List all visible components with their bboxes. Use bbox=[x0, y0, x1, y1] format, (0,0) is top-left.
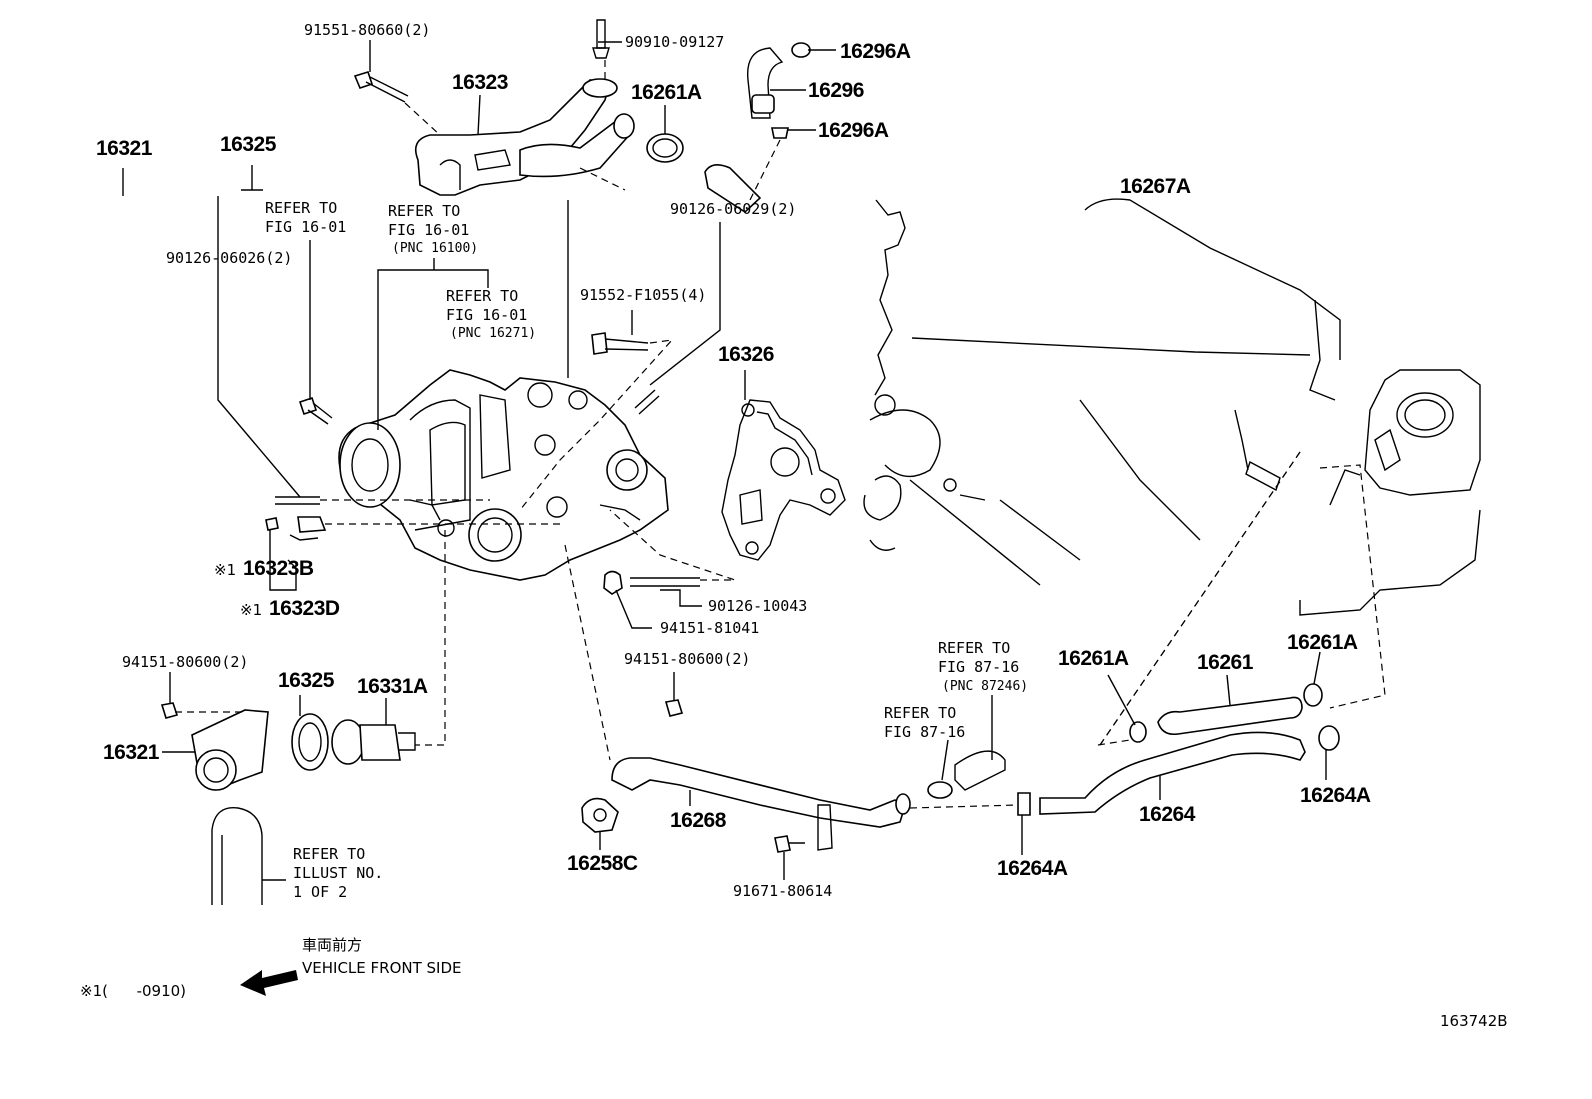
refer-note-fig-87-16-a: REFER TO FIG 87-16 bbox=[938, 639, 1020, 676]
thermostat-housing-drawing bbox=[191, 709, 416, 905]
part-label-16323[interactable]: 16323 bbox=[452, 71, 508, 94]
part-label-16261A-mid[interactable]: 16261A bbox=[1058, 647, 1129, 670]
water-outlet-16323-drawing bbox=[414, 78, 635, 196]
part-label-94151-80600-left[interactable]: 94151-80600(2) bbox=[122, 653, 249, 671]
refer-note-pnc-87246: (PNC 87246) bbox=[942, 679, 1029, 694]
part-label-16296A-top[interactable]: 16296A bbox=[840, 40, 911, 63]
part-label-16261A-right[interactable]: 16261A bbox=[1287, 631, 1358, 654]
part-label-90910-09127[interactable]: 90910-09127 bbox=[625, 33, 725, 51]
refer-note-fig-87-16-b: REFER TO FIG 87-16 bbox=[884, 704, 966, 741]
part-label-16267A[interactable]: 16267A bbox=[1120, 175, 1191, 198]
note-mark-b: ※1 bbox=[214, 561, 237, 579]
refer-note-fig-16-01-c: REFER TO FIG 16-01 bbox=[446, 287, 528, 324]
refer-note-fig-16-01-b: REFER TO FIG 16-01 bbox=[388, 202, 470, 239]
part-label-94151-81041[interactable]: 94151-81041 bbox=[660, 619, 760, 637]
refer-note-pnc-16271: (PNC 16271) bbox=[450, 326, 537, 341]
alignment-lines bbox=[175, 60, 1386, 809]
bypass-hose-16296-drawing bbox=[592, 19, 811, 214]
applicability-range-note: ※1( -0910) bbox=[80, 982, 187, 1000]
part-label-94151-80600-mid[interactable]: 94151-80600(2) bbox=[624, 650, 751, 668]
leader-lines bbox=[122, 40, 1327, 881]
part-label-16264[interactable]: 16264 bbox=[1139, 803, 1195, 826]
part-label-16264A-low[interactable]: 16264A bbox=[997, 857, 1068, 880]
engine-block-drawing bbox=[863, 198, 1481, 616]
part-label-90126-06026[interactable]: 90126-06026(2) bbox=[166, 249, 293, 267]
direction-label-jp: 車両前方 bbox=[302, 936, 363, 954]
part-label-90126-06029[interactable]: 90126-06029(2) bbox=[670, 200, 797, 218]
part-label-16331A[interactable]: 16331A bbox=[357, 675, 428, 698]
part-label-91551-80660[interactable]: 91551-80660(2) bbox=[304, 21, 431, 39]
water-pump-drawing bbox=[338, 369, 669, 581]
part-label-16296[interactable]: 16296 bbox=[808, 79, 864, 102]
part-label-16325-top[interactable]: 16325 bbox=[220, 133, 276, 156]
part-label-16323D[interactable]: 16323D bbox=[269, 597, 340, 620]
part-label-16261[interactable]: 16261 bbox=[1197, 651, 1253, 674]
note-mark-d: ※1 bbox=[240, 601, 263, 619]
part-label-16326[interactable]: 16326 bbox=[718, 343, 774, 366]
part-label-16321-low[interactable]: 16321 bbox=[103, 741, 159, 764]
gasket-16326-drawing bbox=[721, 399, 846, 561]
part-label-16258C[interactable]: 16258C bbox=[567, 852, 638, 875]
part-label-16268[interactable]: 16268 bbox=[670, 809, 726, 832]
refer-note-illust-1-of-2: REFER TO ILLUST NO. 1 OF 2 bbox=[293, 845, 384, 901]
water-pipe-16268-drawing bbox=[581, 750, 1006, 851]
part-label-16321-top[interactable]: 16321 bbox=[96, 137, 152, 160]
part-label-16264A-right[interactable]: 16264A bbox=[1300, 784, 1371, 807]
illustration-id: 163742B bbox=[1440, 1012, 1508, 1030]
part-label-90126-10043[interactable]: 90126-10043 bbox=[708, 597, 808, 615]
part-label-16325-low[interactable]: 16325 bbox=[278, 669, 334, 692]
vehicle-front-arrow-icon bbox=[240, 970, 298, 996]
refer-note-pnc-16100: (PNC 16100) bbox=[392, 241, 479, 256]
hoses-16261-16264-drawing bbox=[1017, 683, 1340, 816]
part-label-91671-80614[interactable]: 91671-80614 bbox=[733, 882, 833, 900]
part-label-16323B[interactable]: 16323B bbox=[243, 557, 314, 580]
part-label-91552-F1055[interactable]: 91552-F1055(4) bbox=[580, 286, 707, 304]
part-label-16261A-top[interactable]: 16261A bbox=[631, 81, 702, 104]
refer-note-fig-16-01-a: REFER TO FIG 16-01 bbox=[265, 199, 347, 236]
direction-label-en: VEHICLE FRONT SIDE bbox=[302, 959, 462, 977]
part-label-16296A-mid[interactable]: 16296A bbox=[818, 119, 889, 142]
fasteners-drawing bbox=[160, 71, 805, 853]
